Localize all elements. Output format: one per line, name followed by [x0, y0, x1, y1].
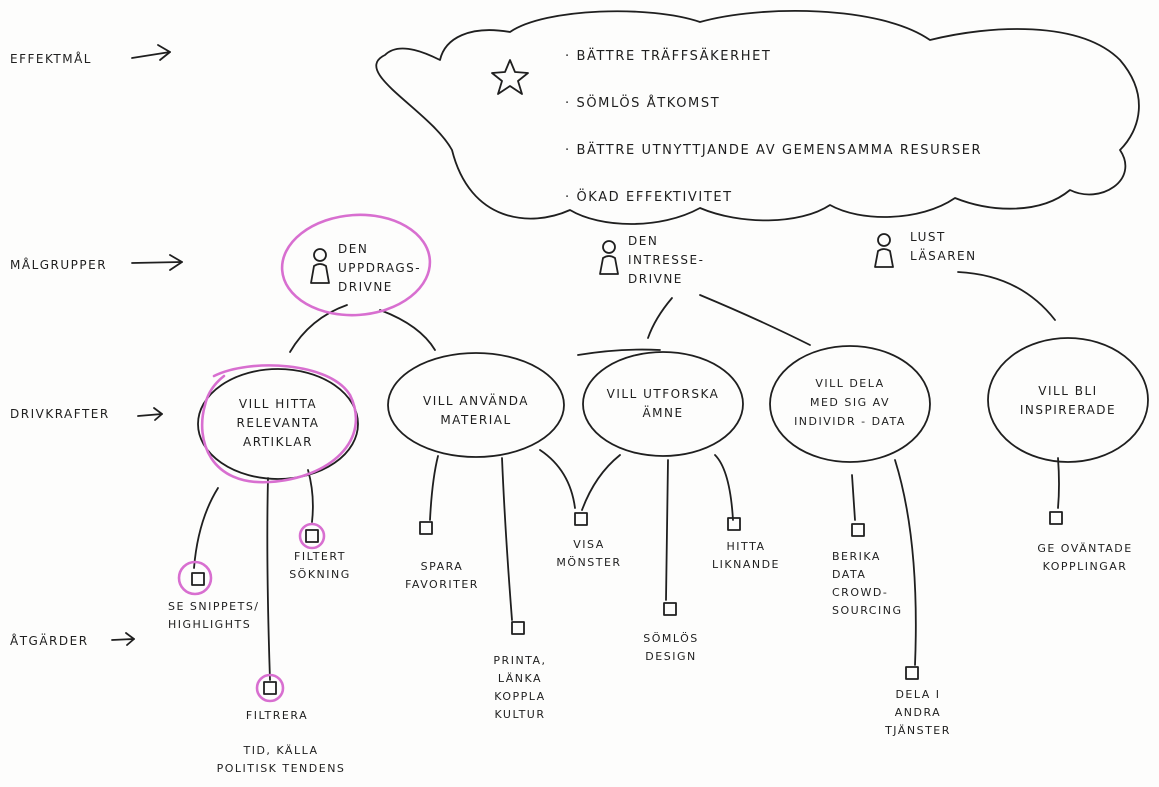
person-icon: [310, 248, 330, 284]
effect-goal-item: · BÄTTRE TRÄFFSÄKERHET: [565, 49, 772, 64]
action-ge-ovantade: GE OVÄNTADE KOPPLINGAR: [1037, 542, 1133, 573]
highlight-filtert-sokning: [298, 522, 326, 550]
checkbox-icon: [851, 523, 865, 537]
checkbox-icon: [191, 572, 205, 586]
checkbox-icon: [574, 512, 588, 526]
highlight-filtrera: [255, 673, 285, 703]
row-label-effektmal: EFFEKTMÅL: [10, 52, 92, 66]
effect-goal-item: · SÖMLÖS ÅTKOMST: [565, 96, 721, 111]
person-icon: [874, 233, 894, 268]
target-group-intresse: DEN INTRESSE- DRIVNE: [628, 234, 705, 286]
checkbox-icon: [263, 681, 277, 695]
action-berika-data: BERIKA DATA CROWD- SOURCING: [832, 550, 903, 617]
effect-goals-cloud: [375, 10, 1140, 225]
checkbox-icon: [905, 666, 919, 680]
driver-label-hitta: VILL HITTA RELEVANTA ARTIKLAR: [236, 397, 320, 449]
action-filtrera-detail: TID, KÄLLA POLITISK TENDENS: [216, 744, 346, 775]
row-label-atgarder: ÅTGÄRDER: [10, 634, 89, 648]
action-se-snippets: SE SNIPPETS/ HIGHLIGHTS: [168, 600, 260, 631]
arrow-right-icon: [137, 407, 163, 421]
arrow-right-icon: [111, 632, 135, 646]
checkbox-icon: [511, 621, 525, 635]
action-somlos-design: SÖMLÖS DESIGN: [643, 632, 699, 663]
checkbox-icon: [663, 602, 677, 616]
driver-label-dela: VILL DELA MED SIG AV INDIVIDR - DATA: [794, 377, 906, 428]
effect-goal-item: · ÖKAD EFFEKTIVITET: [565, 190, 733, 205]
row-label-malgrupper: MÅLGRUPPER: [10, 258, 108, 272]
target-group-lustlasaren: LUST LÄSAREN: [910, 230, 977, 263]
driver-label-inspirerade: VILL BLI INSPIRERADE: [1019, 384, 1117, 417]
driver-label-anvanda: VILL ANVÄNDA MATERIAL: [423, 394, 529, 427]
action-visa-monster: VISA MÖNSTER: [556, 538, 622, 569]
person-icon: [599, 240, 619, 275]
action-spara-favoriter: SPARA FAVORITER: [405, 560, 479, 591]
checkbox-icon: [1049, 511, 1063, 525]
arrow-right-icon: [131, 44, 171, 61]
action-filtert-sokning: FILTERT SÖKNING: [289, 550, 351, 581]
action-dela-andra: DELA I ANDRA TJÄNSTER: [885, 688, 951, 737]
highlight-hitta: [200, 364, 358, 484]
action-filtrera: FILTRERA: [245, 709, 309, 722]
driver-node-inspirerade: [987, 337, 1149, 463]
star-icon: [491, 59, 529, 95]
target-group-uppdrag: DEN UPPDRAGS- DRIVNE: [338, 242, 422, 294]
driver-node-anvanda: [387, 352, 565, 458]
driver-label-utforska: VILL UTFORSKA ÄMNE: [606, 387, 720, 420]
row-label-drivkrafter: DRIVKRAFTER: [10, 407, 110, 421]
checkbox-icon: [305, 529, 319, 543]
effect-goal-item: · BÄTTRE UTNYTTJANDE AV GEMENSAMMA RESUR…: [565, 143, 983, 158]
driver-node-utforska: [582, 351, 744, 457]
highlight-se-snippets: [177, 560, 213, 596]
driver-node-dela: [769, 345, 931, 463]
checkbox-icon: [727, 517, 741, 531]
checkbox-icon: [419, 521, 433, 535]
highlight-uppdrag: [280, 213, 432, 317]
effect-goals-list: · BÄTTRE TRÄFFSÄKERHET · SÖMLÖS ÅTKOMST …: [565, 24, 982, 231]
driver-node-hitta: [197, 368, 359, 480]
arrow-right-icon: [131, 254, 183, 271]
action-hitta-liknande: HITTA LIKNANDE: [712, 540, 780, 571]
action-printa-lanka: PRINTA, LÄNKA KOPPLA KULTUR: [493, 654, 547, 721]
